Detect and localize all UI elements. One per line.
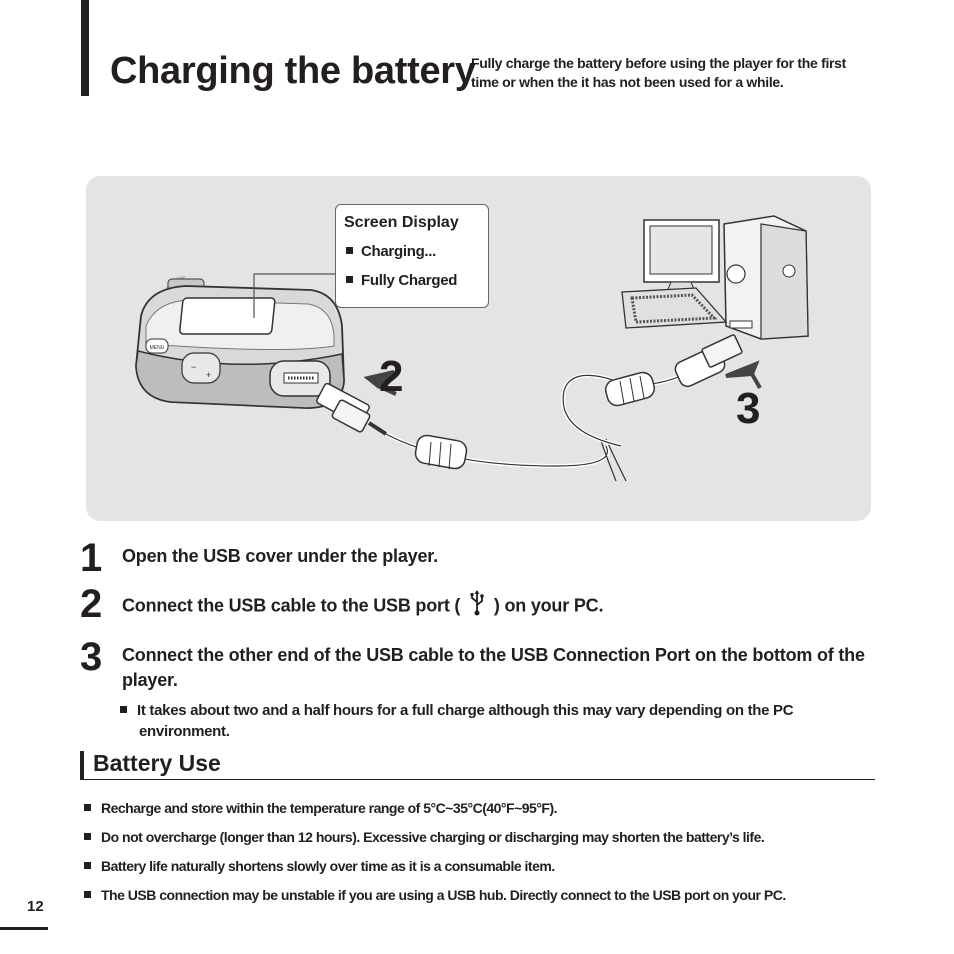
mini-usb-plug: [316, 382, 388, 436]
screen-display-item: Charging...: [344, 242, 488, 262]
step-number: 3: [80, 635, 103, 679]
bullet-square: [84, 804, 91, 811]
charging-diagram: MENU − +: [135, 215, 809, 482]
bullet-square: [84, 833, 91, 840]
step-number: 1: [80, 536, 103, 580]
menu-button-label: MENU: [150, 345, 165, 351]
ferrite-core-1: [414, 434, 468, 470]
page-number: 12: [27, 898, 44, 915]
section-divider: [80, 779, 875, 780]
title-accent-bar: [81, 0, 89, 96]
mp3-player: [135, 276, 345, 409]
step-text: Connect the other end of the USB cable t…: [122, 645, 865, 690]
callout-number-2: 2: [379, 352, 404, 401]
bullet-square: [84, 891, 91, 898]
step-number: 2: [80, 582, 103, 626]
battery-bullet: Recharge and store within the temperatur…: [84, 800, 884, 816]
leader-line: [253, 273, 335, 318]
plus-label: +: [206, 370, 211, 380]
bullet-square: [346, 276, 353, 283]
callout-number-3: 3: [736, 384, 761, 433]
section-accent-bar: [80, 751, 84, 779]
battery-bullet: Do not overcharge (longer than 12 hours)…: [84, 829, 884, 845]
desktop-computer: [621, 215, 809, 340]
screen-display-item: Fully Charged: [344, 271, 488, 291]
arrow-2: [363, 370, 397, 396]
arrow-3: [725, 360, 762, 389]
battery-bullet: The USB connection may be unstable if yo…: [84, 887, 884, 903]
step-text: Open the USB cover under the player.: [122, 546, 438, 566]
section-title: Battery Use: [93, 750, 221, 776]
page-number-rule: [0, 927, 48, 930]
bullet-square: [84, 862, 91, 869]
charging-time-note: It takes about two and a half hours for …: [120, 700, 860, 742]
intro-text: Fully charge the battery before using th…: [471, 55, 847, 90]
screen-display-callout: Screen Display Charging... Fully Charged: [335, 204, 489, 308]
usb-a-plug: [674, 334, 743, 388]
step-text: Connect the USB cable to the USB port ( …: [122, 590, 882, 623]
bullet-square: [120, 706, 127, 713]
screen-display-title: Screen Display: [344, 214, 459, 231]
ferrite-core-2: [604, 371, 656, 407]
page-title: Charging the battery: [110, 50, 476, 92]
usb-icon: [465, 590, 489, 623]
bullet-square: [346, 247, 353, 254]
minus-label: −: [191, 362, 196, 372]
battery-bullet: Battery life naturally shortens slowly o…: [84, 858, 884, 874]
